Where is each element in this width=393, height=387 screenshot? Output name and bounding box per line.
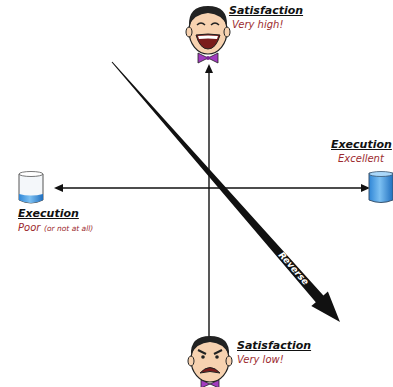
face-brow [198, 350, 206, 354]
execution-axis [60, 187, 364, 188]
satisfaction-axis [208, 70, 209, 340]
water-fill [19, 194, 43, 203]
face-ear [224, 27, 230, 37]
cup-body [19, 174, 43, 203]
face-eye [211, 23, 219, 25]
face-hair [189, 6, 227, 26]
axis-heading: Satisfaction [237, 340, 311, 352]
water-fill [369, 173, 393, 203]
axis-note: Very low! [237, 354, 284, 365]
reverse-arrow [112, 62, 340, 322]
bow-tie [210, 380, 219, 387]
face-mouth [196, 34, 220, 49]
axis-note: Poor [18, 222, 40, 233]
face-ear [226, 356, 232, 366]
face-eye [215, 355, 219, 359]
axis-heading: Execution [331, 139, 392, 151]
full-cup [369, 172, 393, 203]
happy-face [186, 6, 230, 63]
face-teeth [198, 36, 218, 40]
face-brow [214, 350, 222, 354]
axis-arrowhead [54, 184, 63, 192]
empty-cup [19, 172, 43, 204]
face-eye [197, 23, 205, 25]
axis-heading: Execution [18, 208, 79, 220]
axis-note: (or not at all) [44, 225, 93, 233]
cup-rim [369, 172, 393, 177]
face-ear [188, 356, 194, 366]
axis-note: Very high! [232, 19, 283, 30]
bow-knot [206, 56, 210, 60]
cup-rim [19, 172, 43, 177]
face-mouth [200, 368, 220, 374]
arrow-label: Reverse [276, 251, 310, 288]
angry-face [188, 336, 232, 387]
face-eye [201, 355, 205, 359]
face-ear [186, 27, 192, 37]
bow-tie [201, 380, 210, 387]
axis-arrowhead [205, 64, 213, 73]
face-hair [191, 336, 229, 355]
axis-heading: Satisfaction [229, 5, 303, 17]
axis-note: Excellent [338, 153, 384, 164]
